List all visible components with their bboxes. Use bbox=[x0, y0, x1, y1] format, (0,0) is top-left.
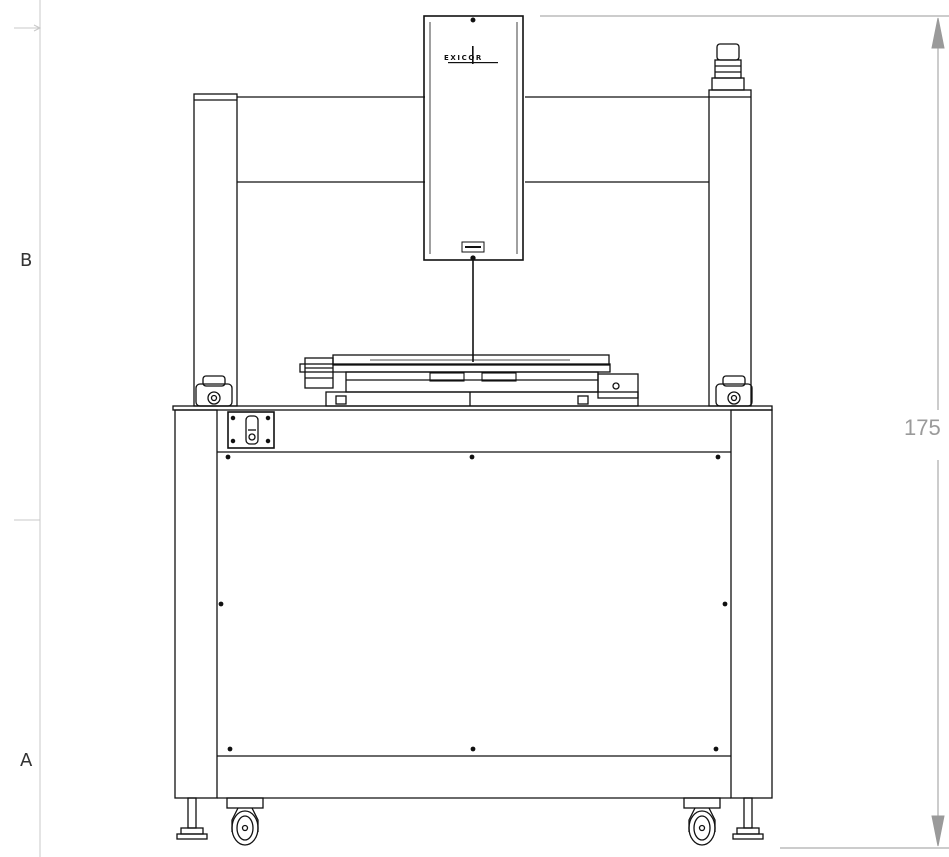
svg-text:EXICOR: EXICOR bbox=[444, 54, 483, 62]
cabinet bbox=[174, 409, 773, 799]
dispensing-head bbox=[423, 15, 524, 362]
left-column-clamp bbox=[195, 375, 233, 407]
zone-label-b: B bbox=[20, 250, 33, 271]
xy-stage bbox=[299, 354, 639, 407]
signal-tower bbox=[711, 43, 745, 91]
left-leveling-foot bbox=[176, 797, 208, 840]
table-top bbox=[172, 405, 773, 411]
right-leveling-foot bbox=[732, 797, 764, 840]
power-switch-panel bbox=[227, 411, 275, 449]
height-dimension bbox=[540, 15, 949, 849]
drawing-frame bbox=[14, 0, 42, 857]
gantry-left-column bbox=[193, 93, 238, 407]
gantry-right-column bbox=[708, 89, 752, 407]
exicor-logo: EXICOR bbox=[444, 46, 498, 64]
zone-label-a: A bbox=[20, 750, 33, 771]
right-column-clamp bbox=[715, 375, 753, 407]
right-caster bbox=[683, 797, 721, 846]
left-caster bbox=[226, 797, 264, 846]
height-dimension-text: 175 bbox=[904, 415, 941, 440]
panel-screws bbox=[218, 454, 728, 752]
gantry-beam bbox=[237, 96, 709, 183]
